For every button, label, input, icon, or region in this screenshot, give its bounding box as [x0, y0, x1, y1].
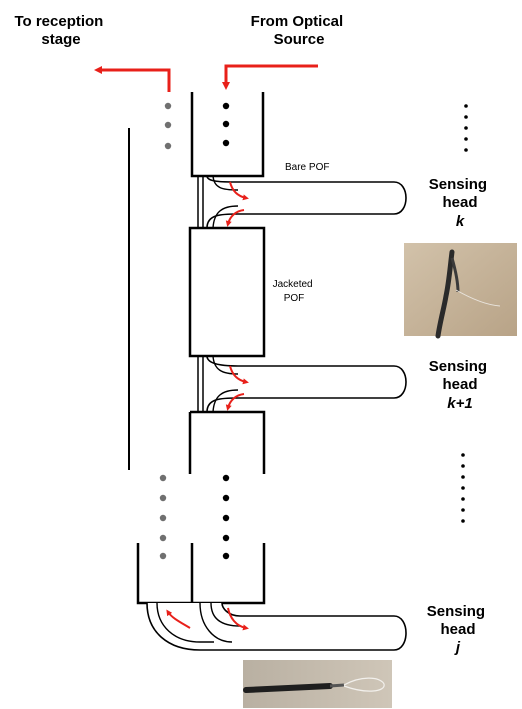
- bottom-connector-tube: [190, 543, 266, 605]
- red-arrow-k1-up: [225, 393, 245, 411]
- gray-dots-top: [164, 102, 172, 150]
- jacketed-pof-label: Jacketed POF: [273, 279, 316, 304]
- right-dots-middle: [461, 453, 465, 523]
- sensing-head-j-line2: head: [440, 621, 475, 638]
- from-source-line1: From Optical: [251, 13, 344, 30]
- red-arrow-j-right: [227, 607, 249, 631]
- jacketed-line2: POF: [284, 293, 305, 304]
- red-arrow-j-left: [166, 609, 191, 629]
- bare-pof-upper: [197, 176, 204, 228]
- bottom-return-tube: [136, 543, 192, 605]
- sensing-head-j-line1: Sensing: [427, 603, 485, 620]
- sensing-head-j-label: Sensing head: [427, 603, 490, 638]
- sensing-head-k-index: k: [456, 213, 465, 230]
- top-connector-tube: [190, 92, 265, 178]
- from-source-label: From Optical Source: [251, 13, 348, 48]
- to-reception-line1: To reception: [14, 13, 103, 30]
- sensing-head-j-index: j: [454, 639, 461, 656]
- lower-connector-tube: [188, 410, 266, 474]
- red-arrow-k-up: [225, 209, 245, 227]
- reception-arrow: [94, 66, 171, 92]
- black-dots-top: [222, 102, 230, 147]
- bare-pof-lower: [197, 356, 204, 412]
- black-dots-bottom: [222, 474, 230, 560]
- sensing-head-k-line1: Sensing: [429, 176, 487, 193]
- sensing-head-j-photo: [243, 660, 392, 708]
- sensing-loop-k1: [206, 355, 407, 413]
- sensing-loop-k: [206, 175, 407, 229]
- sensing-head-k1-line1: Sensing: [429, 358, 487, 375]
- bare-pof-label: Bare POF: [285, 162, 329, 173]
- red-arrow-k-down: [229, 181, 249, 201]
- jacketed-line1: Jacketed: [273, 279, 313, 290]
- source-arrow: [222, 64, 318, 90]
- sensing-head-k1-label: Sensing head: [429, 358, 492, 393]
- from-source-line2: Source: [274, 31, 325, 48]
- right-dots-top: [464, 104, 468, 152]
- sensing-head-k-label: Sensing head: [429, 176, 492, 211]
- sensing-head-k1-index: k+1: [447, 395, 472, 412]
- to-reception-line2: stage: [41, 31, 80, 48]
- red-arrow-k1-down: [229, 365, 249, 385]
- to-reception-label: To reception stage: [14, 13, 107, 48]
- sensing-loop-j-inner: [156, 602, 241, 643]
- sensing-head-k1-line2: head: [442, 376, 477, 393]
- gray-dots-bottom: [159, 474, 167, 560]
- sensing-head-k-line2: head: [442, 194, 477, 211]
- jacketed-pof-block: [188, 226, 266, 358]
- sensing-head-k-photo: [404, 243, 517, 339]
